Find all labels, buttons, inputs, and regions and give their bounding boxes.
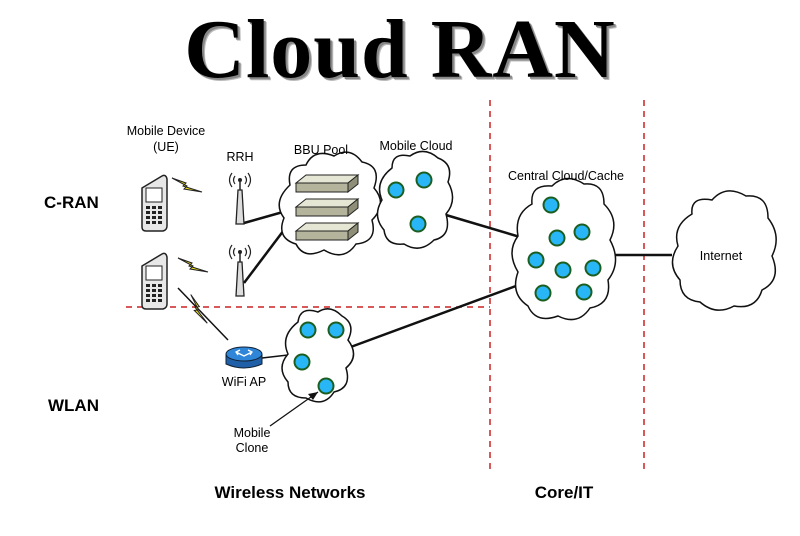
mobile-clone-label-line1: Mobile xyxy=(234,426,271,440)
rrh-label: RRH xyxy=(226,150,253,164)
bbu-server-icon xyxy=(295,198,359,217)
mobile-phone-icon xyxy=(141,174,168,232)
link-mobile-cloud-central xyxy=(445,213,521,239)
clone-node-icon xyxy=(317,377,335,395)
cache-node-icon xyxy=(584,259,602,277)
internet-label: Internet xyxy=(700,249,743,263)
vm-node-icon xyxy=(387,181,405,199)
link-phone-wifi xyxy=(177,287,229,341)
page-title: Cloud RAN xyxy=(184,3,616,96)
wireless-bolt-icon xyxy=(177,257,209,273)
cache-node-icon xyxy=(548,229,566,247)
cache-node-icon xyxy=(527,251,545,269)
vm-node-icon xyxy=(299,321,317,339)
mobile-device-ue-label: (UE) xyxy=(153,140,179,154)
vm-node-icon xyxy=(415,171,433,189)
bbu-server-icon xyxy=(295,174,359,193)
central-cloud-label: Central Cloud/Cache xyxy=(508,169,624,183)
wireless-section-label: Wireless Networks xyxy=(214,483,365,502)
cache-node-icon xyxy=(554,261,572,279)
mobile-cloud-label: Mobile Cloud xyxy=(380,139,453,153)
vm-node-icon xyxy=(409,215,427,233)
cache-node-icon xyxy=(573,223,591,241)
link-wifi-wlan-cloud xyxy=(261,354,289,359)
cache-node-icon xyxy=(575,283,593,301)
wifi-ap-label: WiFi AP xyxy=(222,375,266,389)
mobile-device-label: Mobile Device xyxy=(127,124,206,138)
rrh-antenna-icon xyxy=(228,244,252,297)
clone-arrow-icon xyxy=(308,392,318,400)
cran-row-label: C-RAN xyxy=(44,193,99,212)
mobile-phone-icon xyxy=(141,252,168,310)
vm-node-icon xyxy=(293,353,311,371)
rrh-antenna-icon xyxy=(228,172,252,225)
cache-node-icon xyxy=(542,196,560,214)
mobile-cloud xyxy=(376,150,454,249)
core-section-label: Core/IT xyxy=(535,483,594,502)
cache-node-icon xyxy=(534,284,552,302)
central-cloud xyxy=(511,177,617,321)
vm-node-icon xyxy=(327,321,345,339)
bbu-pool-label: BBU Pool xyxy=(294,143,348,157)
wifi-router-icon xyxy=(225,346,263,369)
link-wlan-cloud-central xyxy=(347,281,525,350)
bbu-server-icon xyxy=(295,222,359,241)
clone-pointer-line xyxy=(269,391,319,427)
wireless-bolt-icon xyxy=(171,177,203,193)
internet-cloud xyxy=(671,190,777,311)
wlan-row-label: WLAN xyxy=(48,396,99,415)
mobile-clone-label-line2: Clone xyxy=(236,441,269,455)
